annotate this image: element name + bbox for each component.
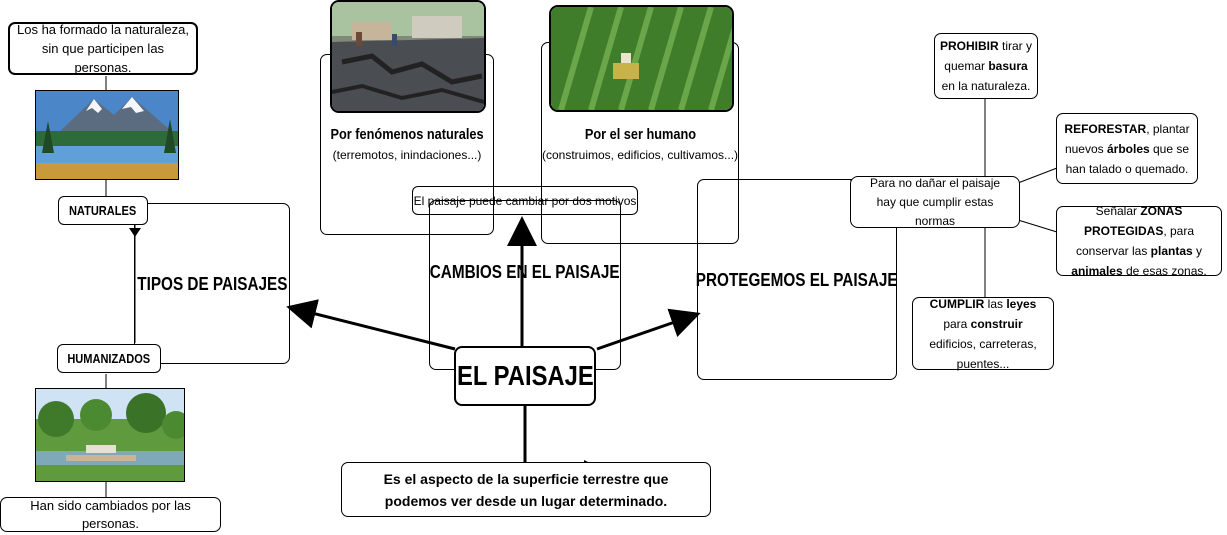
protegemos-title: PROTEGEMOS EL PAISAJE [696,269,898,290]
norma-text-run: que se han talado o quemado. [1065,141,1190,176]
norma-text-run: en la naturaleza. [941,79,1031,93]
central-node: EL PAISAJE [454,346,596,406]
norma-text-run: REFORESTAR [1064,121,1147,136]
norma-text-run: ZONAS PROTEGIDAS [1083,204,1183,238]
fenomenos-detail: (terremotos, inindaciones...) [332,148,482,162]
norma-text-run: y quemar [944,39,1032,73]
tipos-title: TIPOS DE PAISAJES [136,273,288,294]
norma-text-run: CUMPLIR [929,296,985,311]
tipos-box [134,203,290,364]
definition-box: Es el aspecto de la superficie terrestre… [341,462,711,517]
norma-text-run: árboles [1106,141,1150,156]
humanizados-description: Han sido cambiados por las personas. [0,497,221,532]
norma-text-run: construir [970,316,1023,331]
norma-cumplir: CUMPLIR las leyes para construir edifici… [912,296,1054,371]
mountain-lake-photo [35,90,179,180]
humanizados-label: HUMANIZADOS [67,351,151,366]
arrow-to-tipos [286,299,456,351]
norma-text-run: plantas [1150,244,1193,258]
norma-text-run: animales [1071,264,1123,278]
fenomenos-title: Por fenómenos naturales [330,125,484,143]
protegemos-title-wrap: PROTEGEMOS EL PAISAJE [696,266,898,294]
cambios-title: CAMBIOS EN EL PAISAJE [430,261,620,282]
norma-text-run: , plantar nuevos [1064,121,1190,156]
naturales-description: Los ha formado la naturaleza, sin que pa… [8,22,198,75]
humano-title-wrap: Por el ser humano [541,124,739,144]
norma-text-run: las [984,296,1007,311]
cambios-intro: El paisaje puede cambiar por dos motivos [412,186,638,215]
norma-text-run: leyes [1006,296,1037,311]
crop-field-photo [549,5,734,112]
earthquake-photo [330,0,486,113]
arrow-to-protegemos [596,308,701,351]
norma-zonas-protegidas: Señalar ZONAS PROTEGIDAS, para conservar… [1056,204,1222,278]
humanizados-node: HUMANIZADOS [57,344,161,373]
norma-text-run: para [943,316,971,331]
norma-text-run: y [1192,244,1203,258]
humano-title: Por el ser humano [584,125,696,143]
norma-text-run: de esas zonas. [1122,264,1207,278]
norma-text-run: tirar [998,39,1023,53]
norma-text-run: , para conservar las [1075,224,1195,258]
norma-reforestar: REFORESTAR, plantar nuevos árboles que s… [1056,113,1198,184]
naturales-label: NATURALES [69,203,137,218]
humano-detail: (construimos, edificios, cultivamos...) [541,148,739,162]
norma-text-run: basura [988,59,1028,73]
norma-text-run: edificios, carreteras, puentes... [929,336,1037,371]
cambios-title-wrap: CAMBIOS EN EL PAISAJE [429,258,621,286]
naturales-node: NATURALES [58,196,148,225]
fenomenos-title-wrap: Por fenómenos naturales [320,124,494,144]
norma-prohibir: PROHIBIR tirar y quemar basura en la nat… [934,33,1038,99]
tipos-title-wrap: TIPOS DE PAISAJES [134,270,290,298]
norma-text-run: Señalar [1095,204,1141,218]
protegemos-box [697,179,897,380]
central-title: EL PAISAJE [456,360,594,391]
park-photo [35,388,185,482]
normas-intro: Para no dañar el paisaje hay que cumplir… [850,176,1020,228]
norma-text-run: PROHIBIR [939,39,999,53]
